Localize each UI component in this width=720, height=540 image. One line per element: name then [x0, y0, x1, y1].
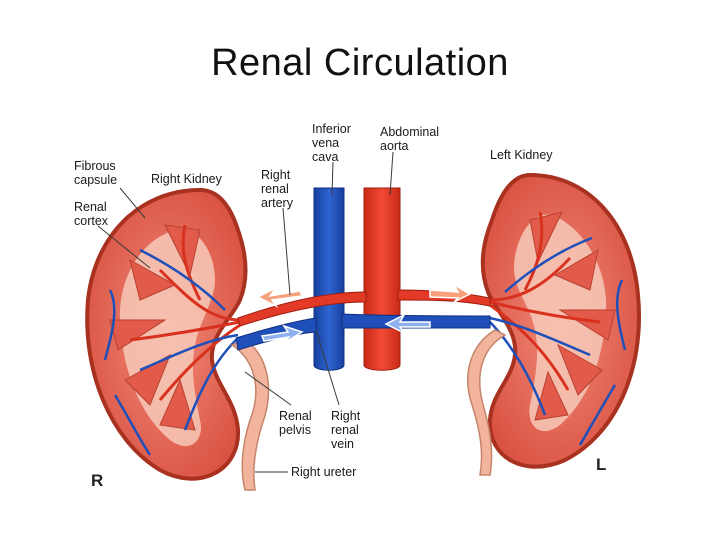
- label-renal-pelvis: Renal pelvis: [279, 409, 315, 437]
- side-marker-left: L: [596, 455, 606, 474]
- left-kidney: [468, 175, 639, 475]
- side-marker-right: R: [91, 471, 103, 490]
- label-abdominal-aorta: Abdominal aorta: [380, 125, 443, 153]
- right-renal-pelvis: [232, 340, 268, 490]
- inferior-vena-cava: [314, 188, 344, 370]
- label-right-ureter: Right ureter: [291, 465, 356, 479]
- label-inferior-vena-cava: Inferior vena cava: [312, 122, 354, 164]
- label-right-kidney: Right Kidney: [151, 172, 223, 186]
- label-fibrous-capsule: Fibrous capsule: [74, 159, 119, 187]
- abdominal-aorta: [364, 188, 400, 370]
- label-right-renal-artery: Right renal artery: [261, 168, 294, 210]
- label-right-renal-vein: Right renal vein: [331, 409, 364, 451]
- label-renal-cortex: Renal cortex: [74, 200, 110, 228]
- label-left-kidney: Left Kidney: [490, 148, 553, 162]
